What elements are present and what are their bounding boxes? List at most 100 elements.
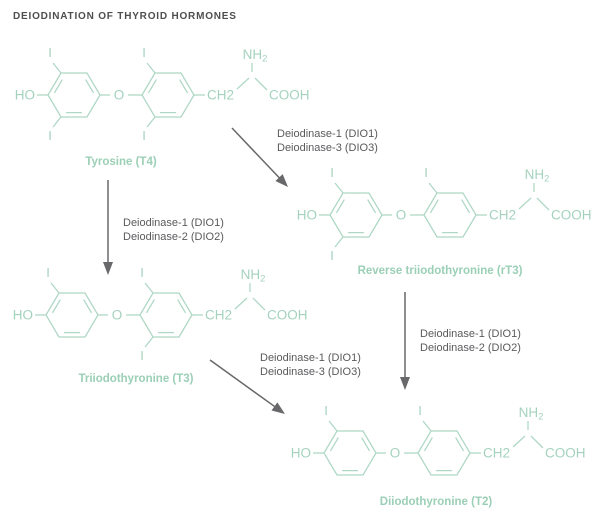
bond-iodine xyxy=(144,336,154,348)
double-bond xyxy=(85,79,95,94)
arrow-t4-to-t3: Deiodinase-1 (DIO1) Deiodinase-2 (DIO2) xyxy=(103,180,224,275)
molecule-label: Reverse triiodothyronine (rT3) xyxy=(358,265,523,277)
double-bond xyxy=(145,299,155,314)
bond-iodine xyxy=(52,62,62,74)
bond-iodine xyxy=(422,420,432,432)
bond xyxy=(236,77,250,90)
benzene-ring xyxy=(423,192,477,238)
iodine-atom: I xyxy=(142,128,146,143)
double-bond xyxy=(423,437,433,452)
arrow-head xyxy=(271,402,285,414)
ether-oxygen: O xyxy=(396,208,407,223)
bond-iodine xyxy=(144,282,154,294)
bond xyxy=(254,77,268,91)
benzene-ring xyxy=(329,192,383,238)
arrow-enzyme-label: Deiodinase-2 (DIO2) xyxy=(420,342,521,354)
arrow-t3-to-t2: Deiodinase-1 (DIO1) Deiodinase-3 (DIO3) xyxy=(209,352,361,414)
iodine-atom: I xyxy=(140,265,144,280)
bond-iodine xyxy=(328,420,338,432)
double-bond xyxy=(461,199,471,214)
iodine-atom: I xyxy=(418,403,422,418)
double-bond xyxy=(51,299,61,314)
bond-iodine xyxy=(334,236,344,248)
double-bond xyxy=(329,437,339,452)
hydroxyl-group: HO xyxy=(13,308,33,323)
bond-iodine xyxy=(146,62,156,74)
double-bond xyxy=(177,299,187,314)
bond xyxy=(252,297,266,311)
iodine-atom: I xyxy=(330,165,334,180)
molecule-label: Diiodothyronine (T2) xyxy=(380,496,493,508)
hydroxyl-group: HO xyxy=(15,88,35,103)
iodine-atom: I xyxy=(324,403,328,418)
ether-oxygen: O xyxy=(112,308,123,323)
carboxyl-group: COOH xyxy=(267,308,308,323)
double-bond xyxy=(179,79,189,94)
benzene-ring xyxy=(47,72,101,118)
amine-group: NH2 xyxy=(243,47,268,65)
iodine-atom: I xyxy=(48,128,52,143)
carboxyl-group: COOH xyxy=(269,88,310,103)
bond-iodine xyxy=(334,182,344,194)
iodine-atom: I xyxy=(46,265,50,280)
double-bond xyxy=(147,79,157,94)
double-bond xyxy=(53,79,63,94)
bond-iodine xyxy=(50,282,60,294)
arrow-t4-to-rt3: Deiodinase-1 (DIO1) Deiodinase-3 (DIO3) xyxy=(231,127,378,187)
carboxyl-group: COOH xyxy=(551,208,592,223)
amine-group: NH2 xyxy=(241,267,266,285)
bond xyxy=(518,197,532,210)
arrow-head xyxy=(400,377,410,390)
molecule-label: Triiodothyronine (T3) xyxy=(79,373,194,385)
methylene-group: CH2 xyxy=(483,446,510,461)
hydroxyl-group: HO xyxy=(297,208,317,223)
iodine-atom: I xyxy=(424,165,428,180)
arrow-head xyxy=(275,174,288,187)
benzene-ring xyxy=(417,430,471,476)
arrow-enzyme-label: Deiodinase-1 (DIO1) xyxy=(420,328,521,340)
arrow-enzyme-label: Deiodinase-1 (DIO1) xyxy=(277,128,378,140)
arrow-rt3-to-t2: Deiodinase-1 (DIO1) Deiodinase-2 (DIO2) xyxy=(400,292,521,390)
arrow-shaft xyxy=(231,127,281,180)
double-bond xyxy=(367,199,377,214)
methylene-group: CH2 xyxy=(205,308,232,323)
hydroxyl-group: HO xyxy=(291,446,311,461)
arrow-enzyme-label: Deiodinase-3 (DIO3) xyxy=(260,366,361,378)
ether-oxygen: O xyxy=(114,88,125,103)
iodine-atom: I xyxy=(140,348,144,363)
iodine-atom: I xyxy=(142,45,146,60)
bond-iodine xyxy=(146,116,156,128)
bond xyxy=(234,297,248,310)
bond-iodine xyxy=(52,116,62,128)
amine-group: NH2 xyxy=(525,167,550,185)
arrow-enzyme-label: Deiodinase-1 (DIO1) xyxy=(123,217,224,229)
methylene-group: CH2 xyxy=(207,88,234,103)
molecule-label: Tyrosine (T4) xyxy=(85,156,157,168)
bond xyxy=(530,435,544,449)
double-bond xyxy=(455,437,465,452)
diagram-title: DEIODINATION OF THYROID HORMONES xyxy=(13,11,237,22)
double-bond xyxy=(83,299,93,314)
bond-iodine xyxy=(428,182,438,194)
bond xyxy=(512,435,526,448)
arrow-head xyxy=(103,262,113,275)
bond xyxy=(536,197,550,211)
amine-group: NH2 xyxy=(519,405,544,423)
arrow-enzyme-label: Deiodinase-2 (DIO2) xyxy=(123,231,224,243)
iodine-atom: I xyxy=(48,45,52,60)
arrow-shaft xyxy=(209,359,277,409)
double-bond xyxy=(361,437,371,452)
double-bond xyxy=(335,199,345,214)
benzene-ring xyxy=(45,292,99,338)
iodine-atom: I xyxy=(330,248,334,263)
benzene-ring xyxy=(139,292,193,338)
arrow-enzyme-label: Deiodinase-1 (DIO1) xyxy=(260,352,361,364)
carboxyl-group: COOH xyxy=(545,446,586,461)
arrow-enzyme-label: Deiodinase-3 (DIO3) xyxy=(277,142,378,154)
methylene-group: CH2 xyxy=(489,208,516,223)
benzene-ring xyxy=(323,430,377,476)
